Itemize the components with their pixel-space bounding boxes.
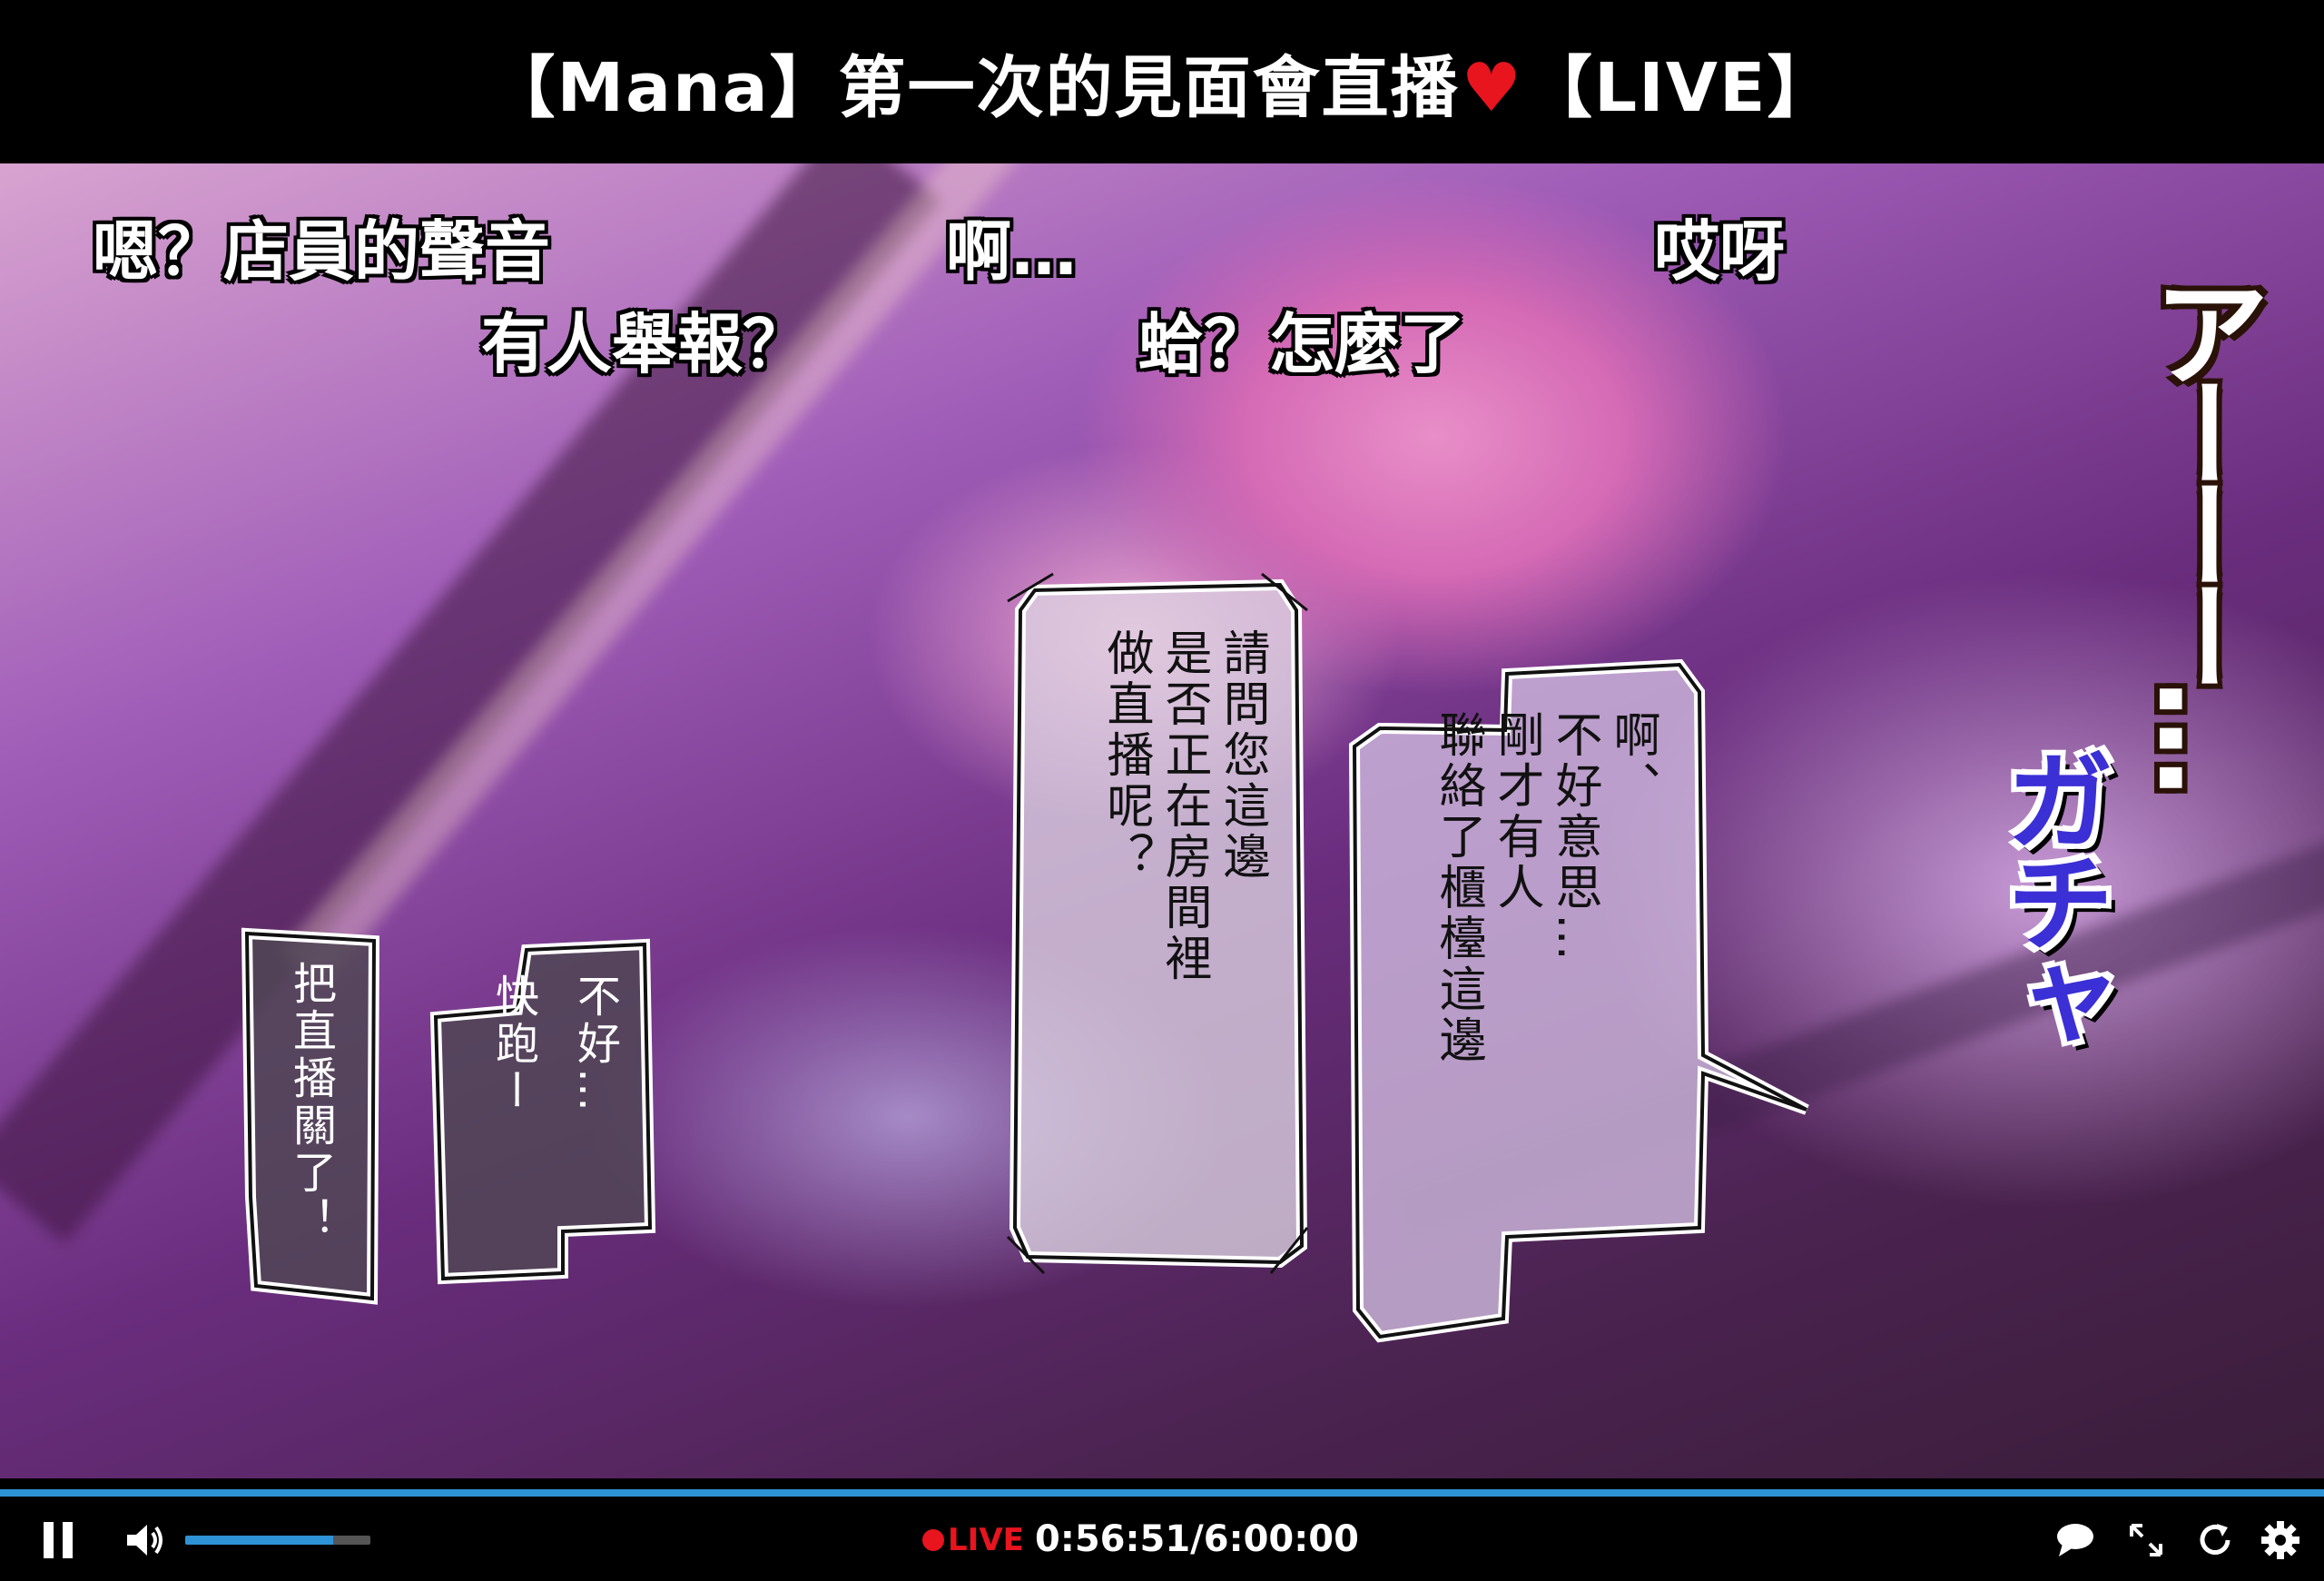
fullscreen-icon xyxy=(2130,1523,2162,1556)
chat-comment: 嗯？店員的聲音 xyxy=(93,213,551,290)
video-title-text: 【Mana】第一次的見面會直播 xyxy=(487,48,1460,127)
bubble-text: 請問您這邊 是否正在房間裡 做直播呢？ xyxy=(1098,628,1269,984)
video-title-bar: 【Mana】第一次的見面會直播♥【LIVE】 xyxy=(0,0,2324,163)
progress-bar[interactable] xyxy=(0,1489,2324,1497)
chat-bubble-icon xyxy=(2057,1523,2093,1556)
live-indicator: LIVE xyxy=(922,1498,1024,1581)
live-dot-icon xyxy=(922,1528,944,1551)
sound-effect-text: ガチャ xyxy=(1986,745,2112,1050)
fullscreen-button[interactable] xyxy=(2121,1498,2171,1581)
volume-slider[interactable] xyxy=(185,1536,370,1545)
gear-icon xyxy=(2261,1520,2299,1559)
player-controls: LIVE 0:56:51/6:00:00 xyxy=(0,1498,2324,1581)
video-frame[interactable]: 嗯？店員的聲音 有人舉報？ 啊… 蛤？怎麼了 哎呀 請問您這邊 是否正在房間裡 … xyxy=(0,163,2324,1478)
bubble-text: 把直播關了！ xyxy=(285,961,336,1244)
time-display: 0:56:51/6:00:00 xyxy=(1035,1518,1359,1560)
chat-comment: 有人舉報？ xyxy=(481,306,809,382)
speech-bubble-urgent: 把直播關了！ xyxy=(238,924,383,1306)
heart-icon: ♥ xyxy=(1461,48,1524,127)
sound-effect-text: アーーー… xyxy=(2132,272,2270,781)
bubble-text: 不好… 快跑ー xyxy=(487,973,620,1115)
speech-bubble-urgent: 不好… 快跑ー xyxy=(427,937,663,1285)
reload-button[interactable] xyxy=(2190,1498,2240,1581)
chat-comment: 啊… xyxy=(946,213,1078,290)
settings-button[interactable] xyxy=(2255,1498,2306,1581)
sound-effect: アーーー… ガチャ xyxy=(1888,272,2315,1144)
pause-icon xyxy=(44,1521,73,1558)
speech-bubble-streamer: 啊、 不好意思… 剛才有人 聯絡了櫃檯這邊 xyxy=(1344,647,1816,1355)
speech-bubble-frame xyxy=(241,927,380,1305)
speech-bubble-frame xyxy=(1006,572,1309,1275)
volume-button[interactable] xyxy=(118,1498,172,1581)
chat-comment: 蛤？怎麼了 xyxy=(1138,306,1466,382)
video-title: 【Mana】第一次的見面會直播♥【LIVE】 xyxy=(487,34,1836,131)
bubble-text: 啊、 不好意思… 剛才有人 聯絡了櫃檯這邊 xyxy=(1431,710,1659,1066)
chat-toggle-button[interactable] xyxy=(2050,1498,2101,1581)
speech-bubble-staff: 請問您這邊 是否正在房間裡 做直播呢？ xyxy=(1006,572,1309,1275)
speech-bubble-frame xyxy=(429,938,656,1285)
speech-bubble-frame xyxy=(1348,658,1809,1343)
play-pause-button[interactable] xyxy=(33,1498,84,1581)
live-label: LIVE xyxy=(948,1521,1024,1558)
video-title-live-tag: 【LIVE】 xyxy=(1525,48,1837,127)
volume-icon xyxy=(127,1524,162,1556)
chat-comment: 哎呀 xyxy=(1654,213,1786,290)
reload-icon xyxy=(2200,1523,2230,1555)
